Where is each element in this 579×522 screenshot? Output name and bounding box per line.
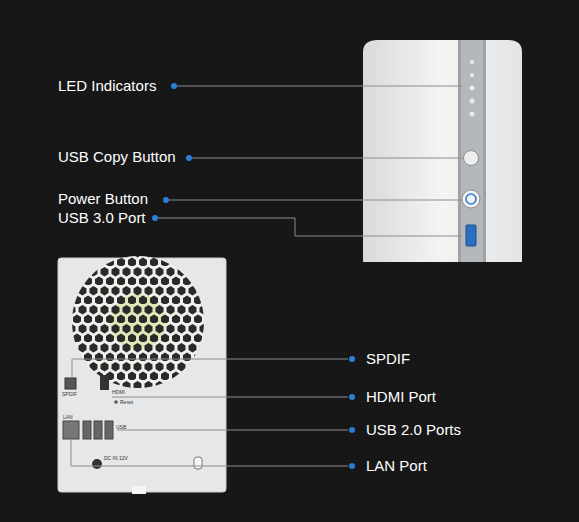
panel-marking: DC IN 12V: [104, 455, 128, 461]
reset-hole: [114, 400, 118, 404]
dc-jack: [92, 459, 102, 469]
callout-label: USB 3.0 Port: [58, 209, 146, 227]
fan-grille: [60, 250, 220, 400]
callout-label: USB 2.0 Ports: [366, 421, 461, 439]
panel-marking: LAN: [63, 414, 73, 420]
power-button: [462, 190, 480, 208]
usb2-port: [105, 421, 113, 439]
usb2-port: [83, 421, 91, 439]
callout-label: USB Copy Button: [58, 148, 176, 166]
spdif-port: [65, 378, 76, 389]
foot: [132, 486, 146, 494]
callout-label: LED Indicators: [58, 77, 156, 95]
led-indicators: [470, 60, 475, 117]
callout-label: SPDIF: [366, 350, 410, 368]
panel-marking: USB: [116, 424, 126, 430]
front-strip-inner: [461, 40, 483, 262]
leader-lines: [158, 86, 462, 236]
lan-port: [63, 421, 79, 439]
power-symbol: [466, 194, 476, 204]
usb-copy-button: [464, 151, 479, 166]
hdmi-port: [100, 375, 109, 390]
panel-marking: HDMI: [112, 389, 125, 395]
callout-label: LAN Port: [366, 457, 427, 475]
front-strip: [458, 40, 486, 262]
panel-marking: SPDIF: [62, 391, 77, 397]
leader-lines: [71, 359, 348, 466]
front-housing: [363, 40, 522, 262]
usb3-port: [466, 225, 476, 246]
callout-label: Power Button: [58, 190, 148, 208]
usb2-port: [94, 421, 102, 439]
lock-slot: [194, 457, 202, 469]
callout-label: HDMI Port: [366, 388, 436, 406]
panel-marking: Reset: [120, 399, 133, 405]
